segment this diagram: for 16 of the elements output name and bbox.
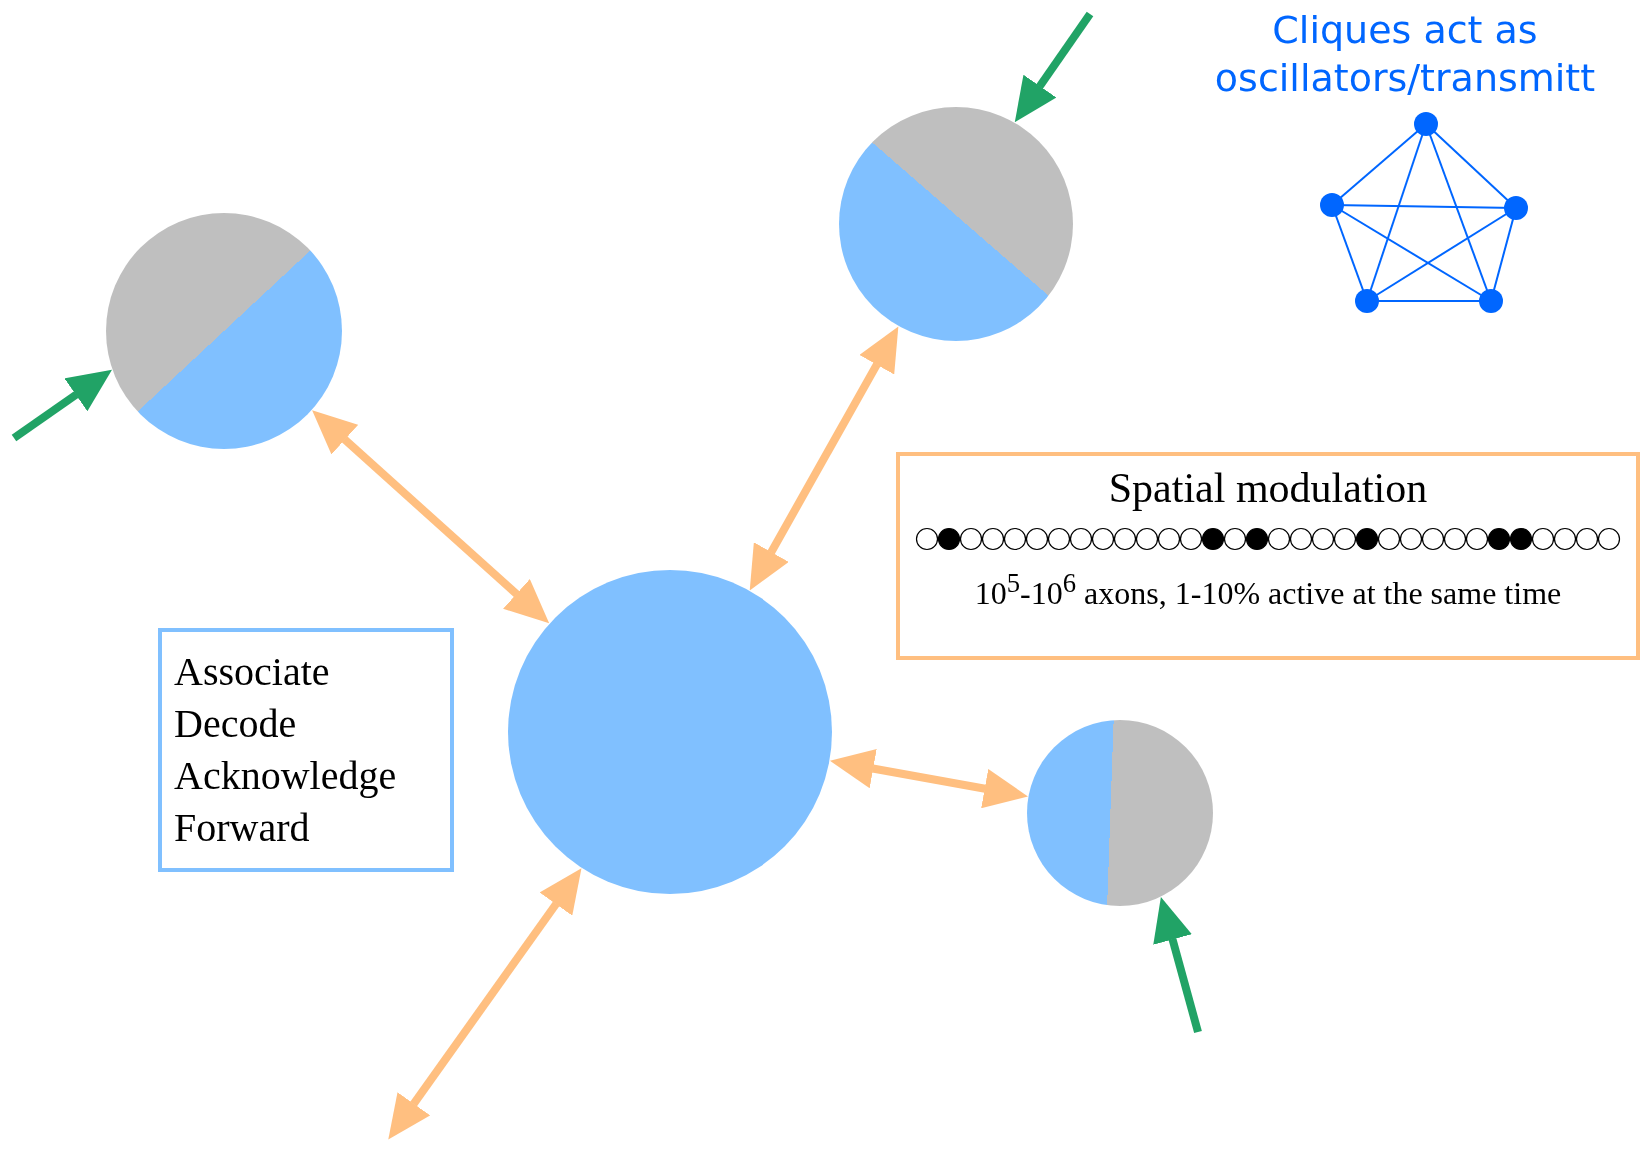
- panel-caption: 10$^{5}$-10$^{6}$ axons, 1-10% active at the same time: [973, 568, 1563, 612]
- function-text: Decode: [174, 700, 298, 748]
- function-text: Acknowledge: [174, 752, 398, 800]
- spatial-modulation-panel: [896, 452, 1640, 660]
- double-arrow: [749, 326, 899, 591]
- clique-note: Cliques act as oscillators/transmitt: [1213, 7, 1597, 102]
- arrow: [11, 369, 112, 442]
- function-text: Forward: [174, 804, 311, 852]
- panel-title: Spatial modulation: [1107, 464, 1429, 512]
- function-box: [158, 628, 454, 872]
- arrow: [1014, 11, 1094, 123]
- double-arrow: [388, 868, 582, 1140]
- function-text: Associate: [174, 648, 331, 696]
- double-arrow: [312, 410, 550, 624]
- double-arrow: [829, 748, 1028, 809]
- arrow: [1153, 897, 1202, 1034]
